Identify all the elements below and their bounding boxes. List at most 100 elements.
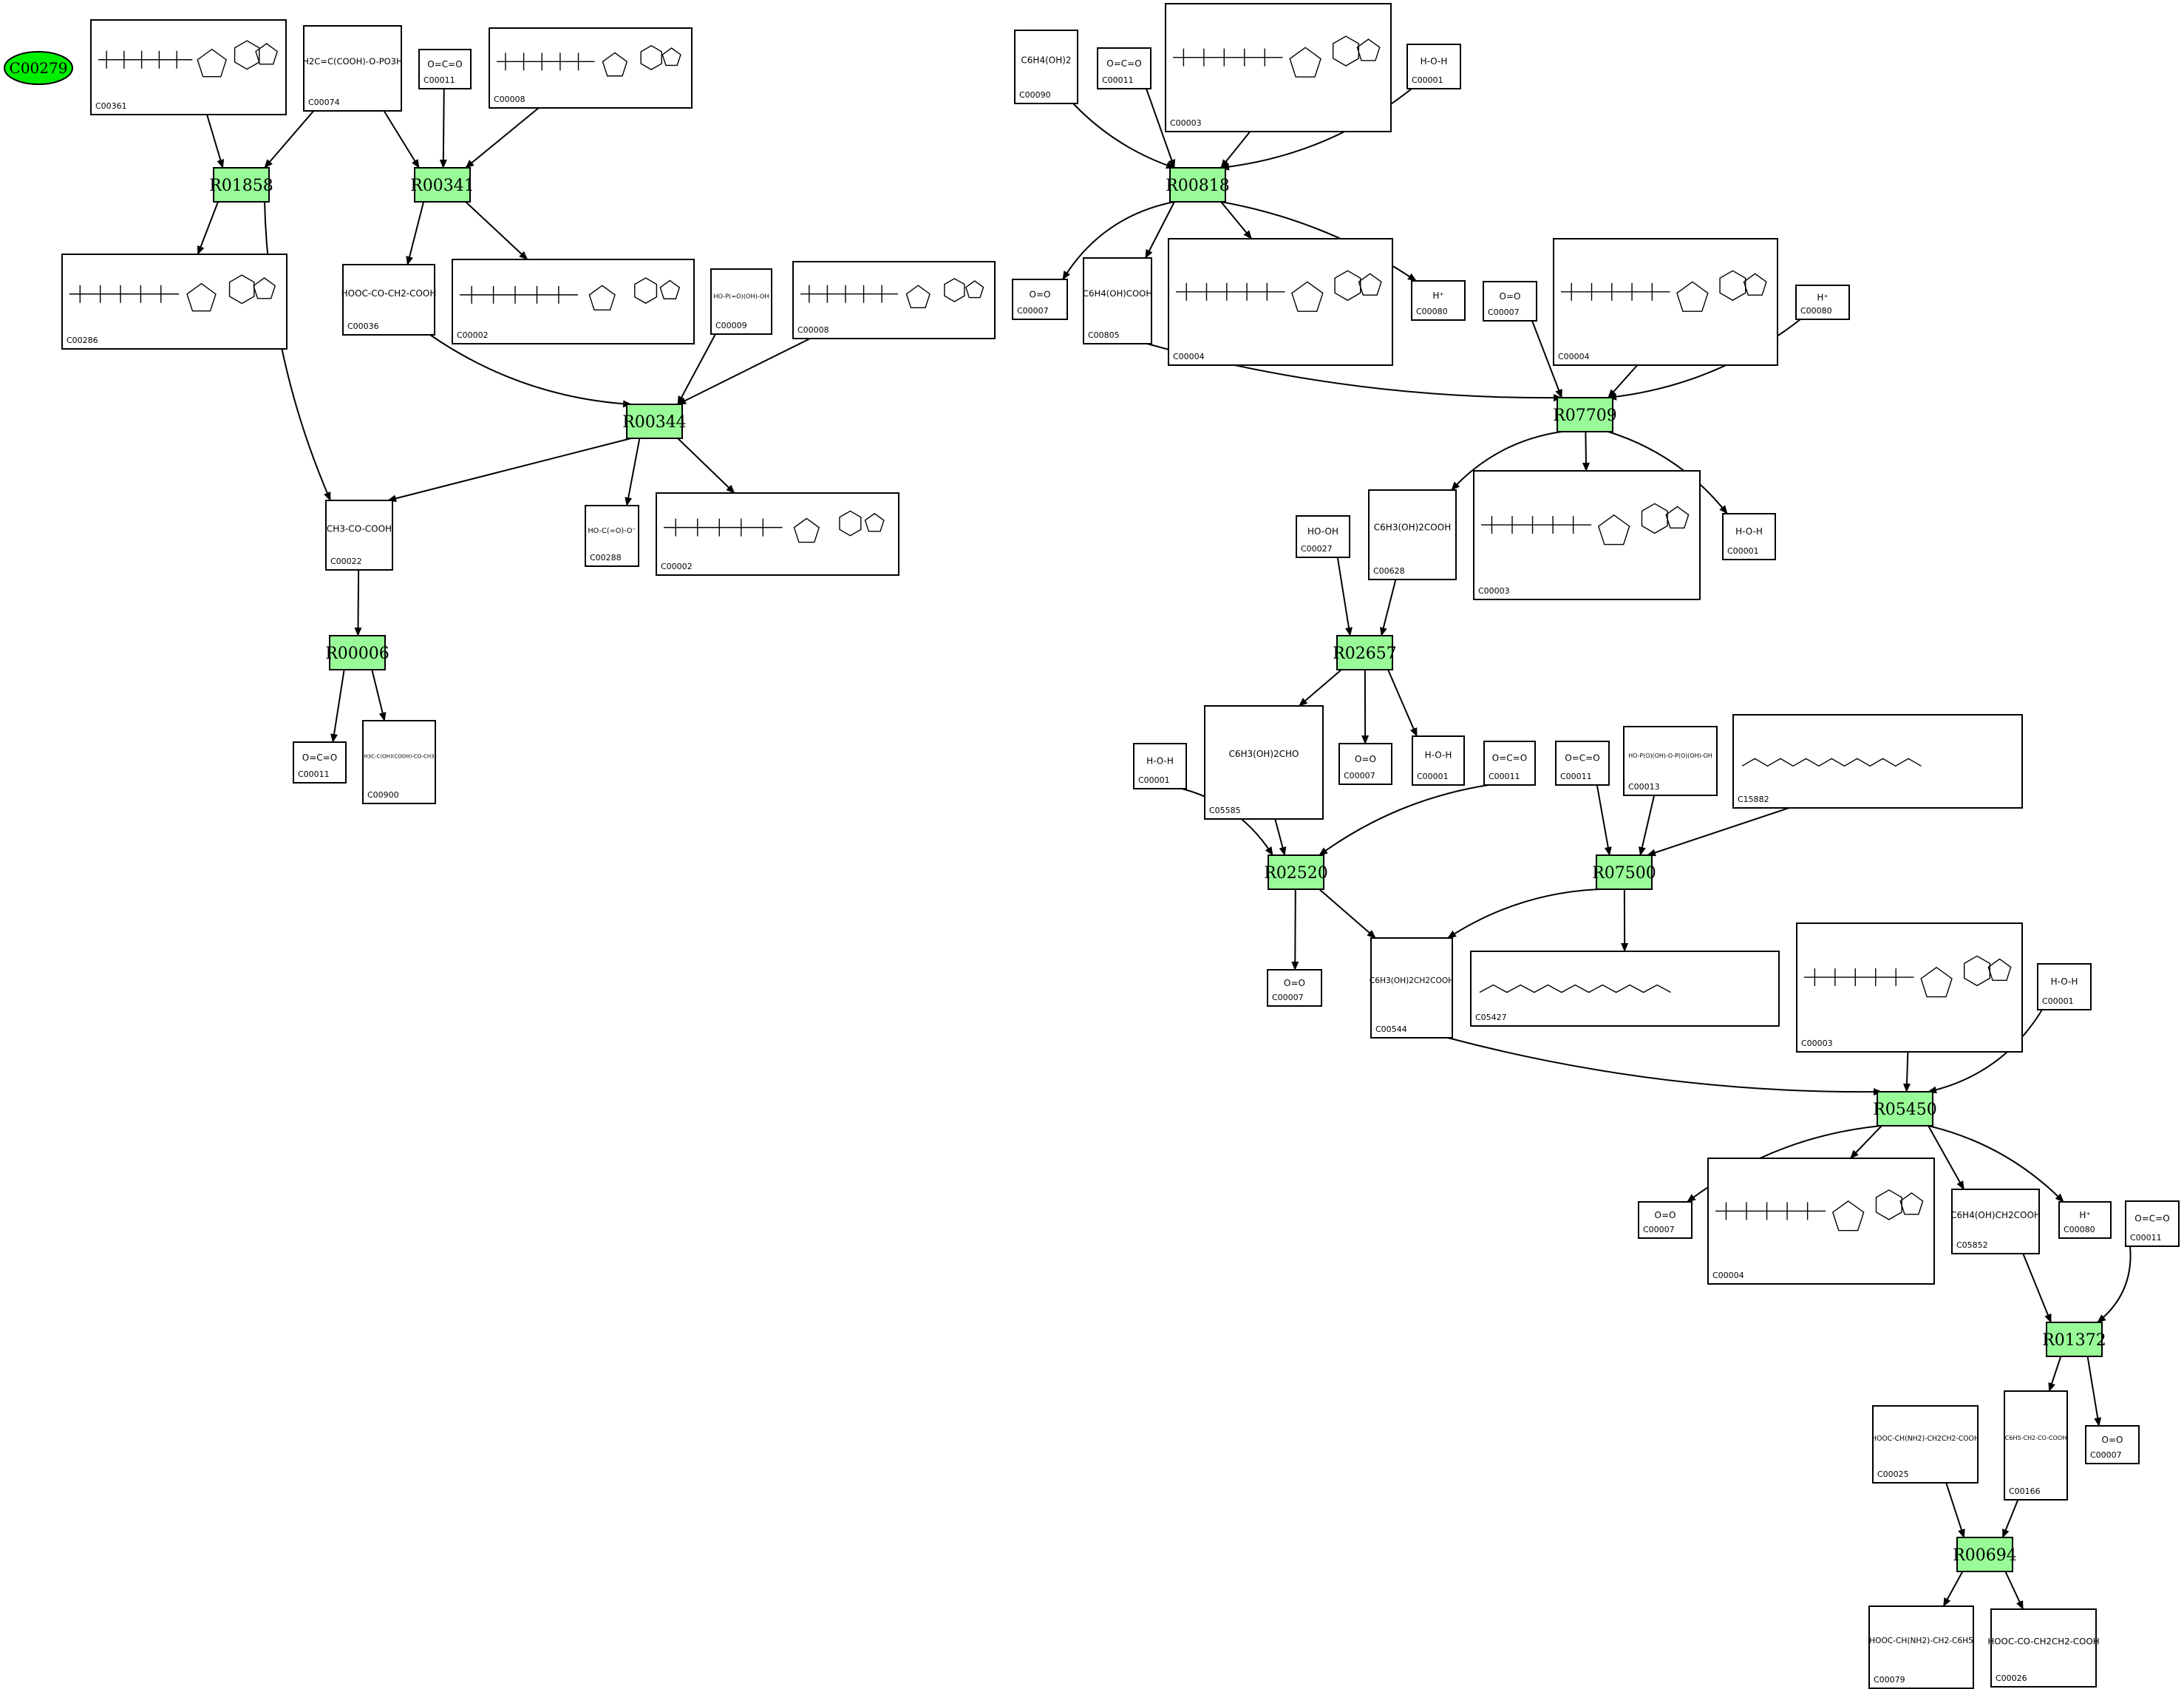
compound-formula: O=C=O bbox=[1492, 753, 1527, 764]
compound-formula: O=O bbox=[2102, 1435, 2123, 1445]
edge-R01372-c49 bbox=[2048, 1356, 2062, 1392]
start-node[interactable]: C00279 bbox=[4, 51, 73, 85]
compound-formula: HO-P(O)(OH)-O-P(O)(OH)-OH bbox=[1628, 752, 1712, 759]
compound-formula: H3C-C(OH)(COOH)-CO-CH3 bbox=[364, 753, 434, 759]
compound-C00004[interactable]: C00004 bbox=[1707, 1158, 1935, 1285]
reaction-R07709[interactable]: R07709 bbox=[1553, 397, 1617, 432]
compound-id: C00008 bbox=[797, 325, 829, 335]
compound-C05427[interactable]: C05427 bbox=[1470, 951, 1780, 1027]
compound-id: C00011 bbox=[423, 75, 455, 85]
compound-C15882[interactable]: C15882 bbox=[1732, 714, 2023, 809]
reaction-label: R05450 bbox=[1873, 1101, 1937, 1119]
edge-R02520-c38 bbox=[1291, 888, 1299, 971]
reaction-R01372[interactable]: R01372 bbox=[2042, 1322, 2106, 1357]
compound-C00003[interactable]: C00003 bbox=[1165, 3, 1392, 132]
compound-C00002[interactable]: C00002 bbox=[656, 492, 899, 576]
reaction-R00006[interactable]: R00006 bbox=[325, 635, 389, 670]
compound-C00003[interactable]: C00003 bbox=[1473, 470, 1701, 600]
compound-id: C00080 bbox=[2064, 1225, 2095, 1234]
compound-C00288[interactable]: HO-C(=O)-O⁻C00288 bbox=[585, 505, 639, 567]
compound-id: C00009 bbox=[715, 321, 747, 330]
compound-C00008[interactable]: C00008 bbox=[489, 27, 693, 109]
compound-C00080[interactable]: H⁺C00080 bbox=[1795, 285, 1850, 320]
reaction-R02657[interactable]: R02657 bbox=[1333, 635, 1397, 670]
reaction-label: R01372 bbox=[2042, 1331, 2106, 1350]
compound-C00007[interactable]: O=O C00007 bbox=[1483, 281, 1537, 322]
compound-C00003[interactable]: C00003 bbox=[1796, 922, 2023, 1053]
compound-formula: O=O bbox=[1500, 291, 1521, 302]
compound-C00004[interactable]: C00004 bbox=[1553, 238, 1778, 366]
compound-C00080[interactable]: H⁺C00080 bbox=[1411, 280, 1466, 321]
structure-drawing bbox=[1715, 1189, 1924, 1231]
compound-formula: H⁺ bbox=[1432, 290, 1443, 301]
edge-R02657-c30 bbox=[1299, 669, 1342, 707]
edge-c47-R01372 bbox=[2097, 1245, 2132, 1323]
compound-C00286[interactable]: C00286 bbox=[61, 254, 288, 350]
edge-c2-R00341 bbox=[383, 110, 420, 169]
reaction-R01858[interactable]: R01858 bbox=[209, 167, 273, 203]
reaction-R00344[interactable]: R00344 bbox=[622, 404, 687, 439]
reaction-R05450[interactable]: R05450 bbox=[1873, 1091, 1937, 1126]
edge-c3-R00341 bbox=[439, 88, 447, 169]
compound-id: C00007 bbox=[1488, 307, 1520, 317]
reaction-R00818[interactable]: R00818 bbox=[1166, 167, 1230, 203]
compound-C00007[interactable]: O=O C00007 bbox=[2085, 1425, 2140, 1464]
reaction-R00341[interactable]: R00341 bbox=[410, 167, 474, 203]
compound-id: C00013 bbox=[1628, 782, 1660, 792]
structure-drawing bbox=[800, 278, 984, 309]
reaction-R02520[interactable]: R02520 bbox=[1264, 854, 1328, 890]
compound-formula: C6H3(OH)2COOH bbox=[1374, 522, 1451, 532]
compound-id: C00080 bbox=[1800, 306, 1832, 316]
edge-c9-R00344 bbox=[677, 338, 811, 405]
reaction-R07500[interactable]: R07500 bbox=[1592, 854, 1656, 890]
compound-C00004[interactable]: C00004 bbox=[1168, 238, 1393, 366]
structure-drawing bbox=[1479, 984, 1671, 993]
edge-c49-R00694 bbox=[2001, 1499, 2019, 1538]
edge-R01858-c10 bbox=[264, 201, 331, 501]
compound-C00080[interactable]: H⁺C00080 bbox=[2058, 1201, 2112, 1239]
compound-id: C00090 bbox=[1019, 90, 1051, 100]
edge-c8-R00344 bbox=[677, 333, 716, 405]
reaction-label: R00344 bbox=[622, 413, 687, 432]
compound-C00013[interactable]: HO-P(O)(OH)-O-P(O)(OH)-OH C00013 bbox=[1623, 726, 1718, 796]
compound-id: C00007 bbox=[2090, 1450, 2122, 1460]
compound-C00008[interactable]: C00008 bbox=[792, 261, 996, 339]
compound-id: C00002 bbox=[661, 562, 693, 571]
reaction-R00694[interactable]: R00694 bbox=[1953, 1537, 2017, 1572]
edge-c48-R00694 bbox=[1945, 1482, 1965, 1538]
compound-C00361[interactable]: C00361 bbox=[90, 19, 287, 115]
reaction-label: R00341 bbox=[410, 177, 474, 195]
compound-C00002[interactable]: C00002 bbox=[452, 259, 695, 344]
